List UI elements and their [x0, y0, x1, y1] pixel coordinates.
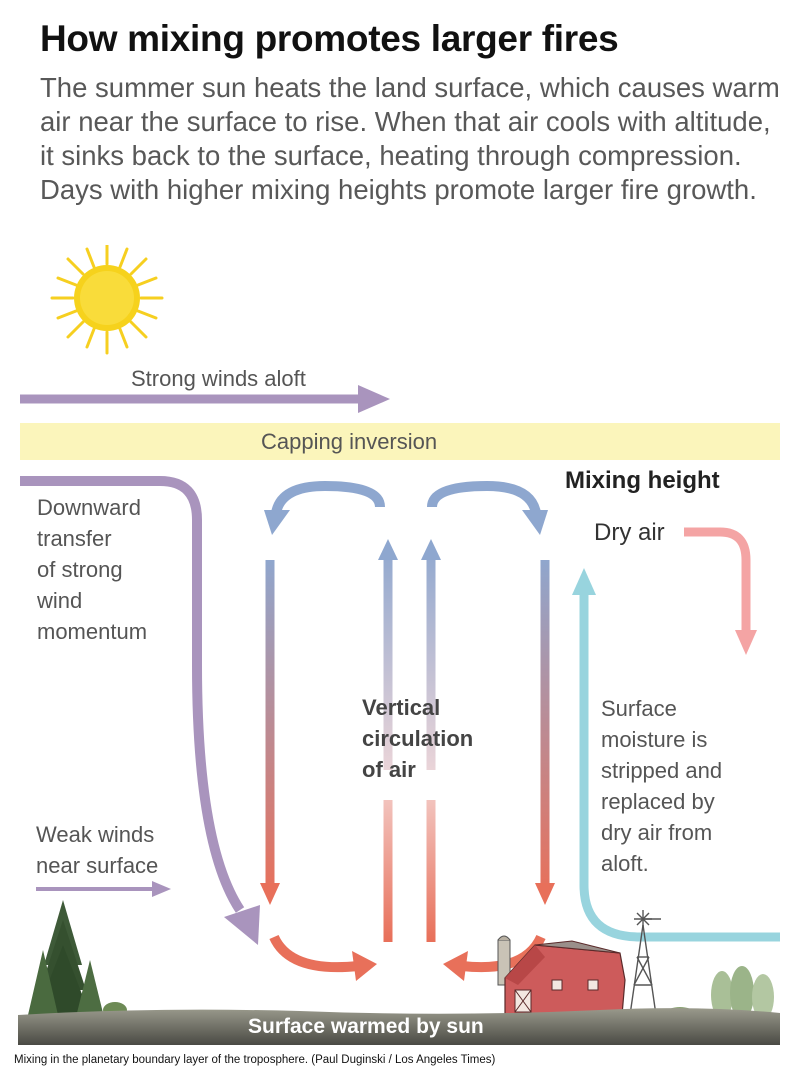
- surface-moisture-label: Surface moisture is stripped and replace…: [601, 696, 728, 876]
- dry-air-label: Dry air: [594, 519, 665, 546]
- circulation-top-right-arc: [427, 480, 548, 535]
- surface-warmed-label: Surface warmed by sun: [248, 1015, 484, 1038]
- strong-winds-arrow: [20, 385, 390, 413]
- windmill-icon: [629, 910, 661, 1016]
- surface-moisture-arrow: [572, 568, 780, 942]
- weak-winds-arrow: [36, 881, 171, 897]
- figure-caption: Mixing in the planetary boundary layer o…: [14, 1054, 496, 1066]
- dry-air-arrow: [684, 527, 757, 655]
- page-title: How mixing promotes larger fires: [40, 18, 619, 59]
- downward-transfer-arrow: [20, 476, 260, 945]
- weak-winds-label: Weak winds near surface: [36, 822, 160, 878]
- ground: [18, 1008, 780, 1045]
- strong-winds-label: Strong winds aloft: [131, 366, 306, 391]
- downward-transfer-label: Downward transfer of strong wind momentu…: [36, 495, 147, 644]
- rising-arrow-left: [378, 539, 398, 942]
- mixing-height-label: Mixing height: [565, 467, 720, 494]
- barn-icon: [497, 935, 626, 1016]
- capping-inversion-band: [20, 423, 780, 460]
- rising-arrow-right: [421, 539, 441, 942]
- trees-icon: [28, 900, 127, 1018]
- mixing-diagram: Strong winds aloft Capping inversion Mix…: [18, 245, 780, 1045]
- descending-arrow-right: [535, 560, 555, 905]
- sun-icon: [50, 245, 164, 355]
- circulation-bottom-right-arc: [443, 934, 546, 981]
- circulation-top-left-arc: [264, 480, 385, 535]
- descending-arrow-left: [260, 560, 280, 905]
- vertical-circulation-label: Vertical circulation of air: [362, 695, 479, 782]
- capping-inversion-label: Capping inversion: [261, 429, 437, 454]
- circulation-bottom-left-arc: [269, 934, 377, 981]
- page-subtitle: The summer sun heats the land surface, w…: [40, 72, 780, 205]
